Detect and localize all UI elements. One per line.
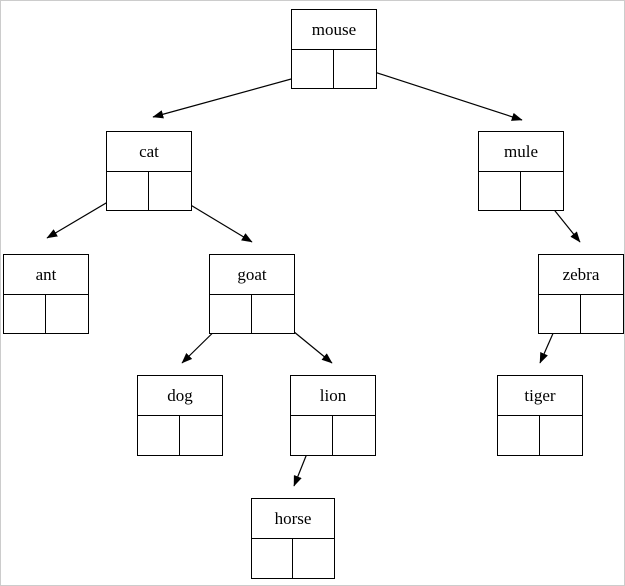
left-pointer-cell-zebra[interactable] (539, 295, 581, 333)
edge-mouse-to-mule (355, 65, 523, 121)
tree-node-goat[interactable]: goat (209, 254, 295, 334)
node-pointers-goat (210, 295, 294, 333)
node-label-cat: cat (107, 132, 191, 172)
node-label-horse: horse (252, 499, 334, 539)
node-label-mule: mule (479, 132, 563, 172)
tree-node-zebra[interactable]: zebra (538, 254, 624, 334)
tree-node-ant[interactable]: ant (3, 254, 89, 334)
left-pointer-cell-horse[interactable] (252, 539, 293, 578)
left-pointer-cell-cat[interactable] (107, 172, 149, 210)
right-pointer-cell-zebra[interactable] (581, 295, 623, 333)
right-pointer-cell-tiger[interactable] (540, 416, 582, 455)
node-pointers-cat (107, 172, 191, 210)
edge-mouse-to-cat (152, 72, 314, 119)
node-label-lion: lion (291, 376, 375, 416)
node-pointers-mouse (292, 50, 376, 88)
node-pointers-dog (138, 416, 222, 455)
left-pointer-cell-goat[interactable] (210, 295, 252, 333)
tree-node-lion[interactable]: lion (290, 375, 376, 456)
right-pointer-cell-mouse[interactable] (334, 50, 376, 88)
left-pointer-cell-dog[interactable] (138, 416, 180, 455)
node-label-mouse: mouse (292, 10, 376, 50)
node-pointers-tiger (498, 416, 582, 455)
right-pointer-cell-ant[interactable] (46, 295, 88, 333)
tree-node-mouse[interactable]: mouse (291, 9, 377, 89)
node-pointers-lion (291, 416, 375, 455)
left-pointer-cell-ant[interactable] (4, 295, 46, 333)
left-pointer-cell-tiger[interactable] (498, 416, 540, 455)
node-label-ant: ant (4, 255, 88, 295)
left-pointer-cell-mule[interactable] (479, 172, 521, 210)
tree-node-tiger[interactable]: tiger (497, 375, 583, 456)
left-pointer-cell-lion[interactable] (291, 416, 333, 455)
node-pointers-zebra (539, 295, 623, 333)
node-label-tiger: tiger (498, 376, 582, 416)
right-pointer-cell-dog[interactable] (180, 416, 222, 455)
tree-node-mule[interactable]: mule (478, 131, 564, 211)
node-pointers-mule (479, 172, 563, 210)
right-pointer-cell-horse[interactable] (293, 539, 334, 578)
tree-node-dog[interactable]: dog (137, 375, 223, 456)
right-pointer-cell-cat[interactable] (149, 172, 191, 210)
node-label-zebra: zebra (539, 255, 623, 295)
tree-node-cat[interactable]: cat (106, 131, 192, 211)
node-pointers-horse (252, 539, 334, 578)
right-pointer-cell-goat[interactable] (252, 295, 294, 333)
node-label-dog: dog (138, 376, 222, 416)
node-pointers-ant (4, 295, 88, 333)
right-pointer-cell-mule[interactable] (521, 172, 563, 210)
right-pointer-cell-lion[interactable] (333, 416, 375, 455)
left-pointer-cell-mouse[interactable] (292, 50, 334, 88)
tree-node-horse[interactable]: horse (251, 498, 335, 579)
node-label-goat: goat (210, 255, 294, 295)
